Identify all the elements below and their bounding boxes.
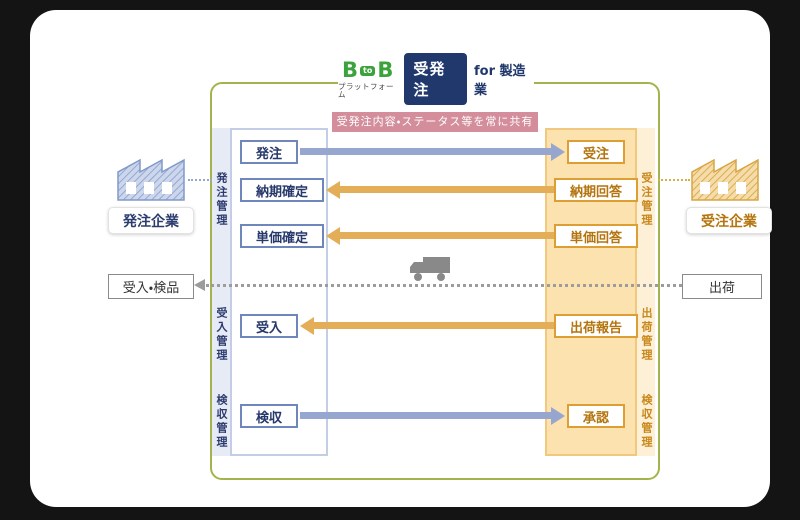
process-box-delivery-reply: 納期回答 [554,178,638,202]
process-box-inspection: 検収 [240,404,298,428]
logo-b-right: B [377,58,394,82]
arrow-shaft [300,148,551,155]
arrow-head [551,407,565,425]
supplier-section-shipping-management: 出荷管理 [640,307,653,363]
btob-logo: B to B プラットフォーム 受発注 for 製造業 [338,53,534,105]
buyer-factory-icon [114,152,190,204]
btob-logo-top: B to B [342,60,393,81]
process-box-approval: 承認 [567,404,625,428]
logo-for-label: for 製造業 [473,64,526,98]
supplier-company-label: 受注企業 [686,207,772,234]
shipping-arrow-head [194,279,205,291]
buyer-company-label: 発注企業 [108,207,194,234]
arrow-shaft [300,412,551,419]
process-box-order: 発注 [240,140,298,164]
process-box-price-reply: 単価回答 [554,224,638,248]
buyer-sections-strip [212,128,230,456]
logo-platform-text: プラットフォーム [338,82,394,99]
buyer-section-order-management: 発注管理 [215,172,228,228]
supplier-factory-icon [688,152,764,204]
process-box-receipt: 受入 [240,314,298,338]
process-box-order-receive: 受注 [567,140,625,164]
supplier-section-inspection-management: 検収管理 [640,394,653,450]
logo-to-badge: to [360,65,376,76]
shipping-dotted-line [206,284,682,287]
btob-logo-mark: B to B プラットフォーム [338,60,397,98]
supplier-sections-strip [637,128,655,456]
arrow-shaft [340,232,554,239]
process-box-price-confirm: 単価確定 [240,224,324,248]
buyer-connector-line [188,179,212,181]
arrow-head [551,143,565,161]
process-box-shipment-report: 出荷報告 [554,314,638,338]
truck-icon [408,254,452,284]
buyer-section-inspection-management: 検収管理 [215,394,228,450]
supplier-connector-line [658,179,690,181]
arrow-head [300,317,314,335]
arrow-head [326,181,340,199]
diagram-card: B to B プラットフォーム 受発注 for 製造業 受発注内容・ステータス等… [30,10,772,507]
supplier-section-order-management: 受注管理 [640,172,653,228]
receiving-inspection-box: 受入・検品 [108,274,194,299]
arrow-shaft [340,186,554,193]
logo-b-left: B [341,58,358,82]
arrow-head [326,227,340,245]
process-box-delivery-confirm: 納期確定 [240,178,324,202]
arrow-shaft [314,322,554,329]
logo-product-badge: 受発注 [404,53,467,105]
shipping-box: 出荷 [682,274,762,299]
shared-status-banner: 受発注内容・ステータス等を常に共有 [332,112,538,132]
buyer-section-receiving-management: 受入管理 [215,307,228,363]
